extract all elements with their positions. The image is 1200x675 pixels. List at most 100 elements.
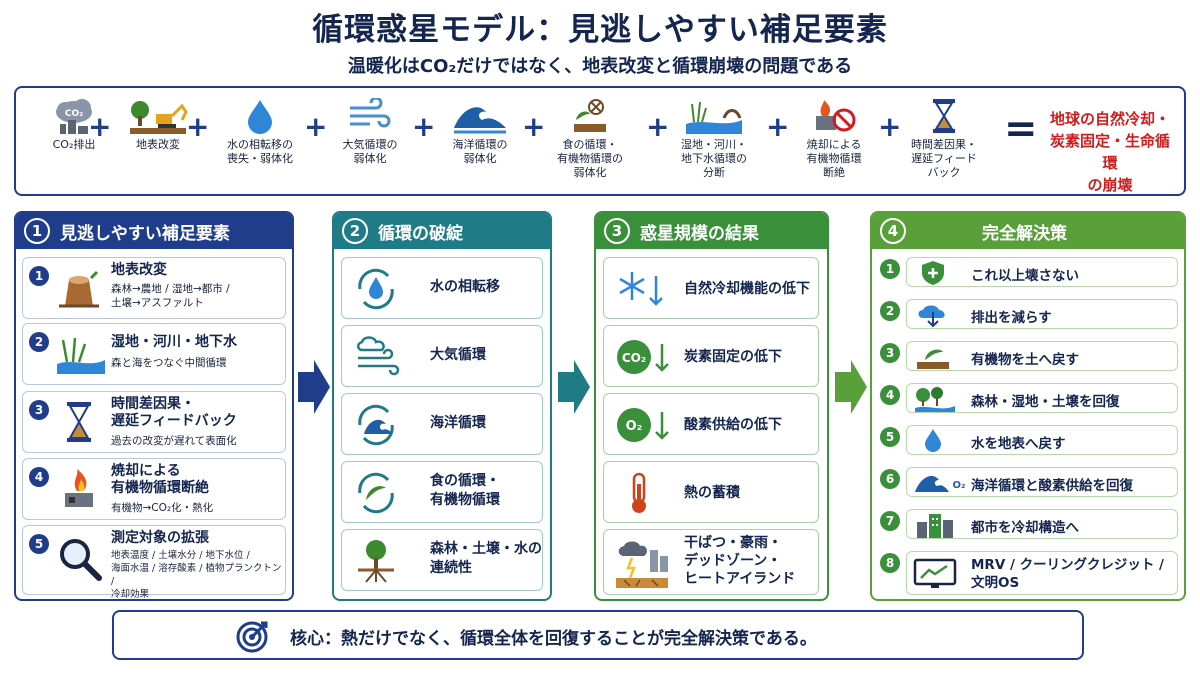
buildings-icon <box>917 514 953 538</box>
column-number: 1 <box>24 218 50 244</box>
column-title: 惑星規模の結果 <box>640 223 759 244</box>
magnifier-icon <box>60 539 102 581</box>
item-number: 3 <box>880 343 900 363</box>
solution-title: これ以上壊さない <box>971 268 1079 284</box>
eq-label: 時間差因果・ 遅延フィード バック <box>911 138 977 179</box>
o2-down-icon: O₂ <box>617 408 669 442</box>
result-card: 自然冷却機能の低下 <box>603 257 819 319</box>
cycle-card: 海洋循環 <box>341 393 543 455</box>
plus-sign: + <box>88 110 112 143</box>
solution-title: MRV / クーリングクレジット / 文明OS <box>971 557 1164 591</box>
solution-title: 森林・湿地・土壌を回復 <box>971 394 1120 410</box>
co2-cloud-icon: CO₂ <box>56 99 92 134</box>
result-card: O₂ 酸素供給の低下 <box>603 393 819 455</box>
core-message-text: 核心：熱だけでなく、循環全体を回復することが完全解決策である。 <box>290 629 817 649</box>
eq-label: 焼却による 有機物循環 断絶 <box>806 138 862 179</box>
solution-card: 森林・湿地・土壌を回復 <box>906 383 1178 413</box>
solution-card: 排出を減らす <box>906 299 1178 329</box>
plus-sign: + <box>412 110 436 143</box>
column-number: 2 <box>342 218 368 244</box>
incineration-icon <box>816 100 856 132</box>
plus-sign: + <box>186 110 210 143</box>
co2-down-icon: CO₂ <box>617 340 669 374</box>
factor-card: 2 湿地・河川・地下水 森と海をつなぐ中間循環 <box>22 323 286 385</box>
eq-item-delay: 時間差因果・ 遅延フィード バック <box>896 98 992 180</box>
hourglass-icon <box>933 99 955 133</box>
plus-sign: + <box>766 110 790 143</box>
column-header: 3 惑星規模の結果 <box>596 213 827 249</box>
eq-item-incineration: 焼却による 有機物循環 断絶 <box>786 98 882 180</box>
water-cycle-icon <box>358 268 394 310</box>
result-title: 熱の蓄積 <box>684 485 740 501</box>
forest-icon <box>915 387 955 412</box>
result-card: 干ばつ・豪雨・ デッドゾーン・ ヒートアイランド <box>603 529 819 595</box>
factor-title: 地表改変 <box>111 262 167 278</box>
equation-result: 地球の自然冷却・ 炭素固定・生命循環 の崩壊 <box>1049 110 1170 194</box>
eq-item-food: 食の循環・ 有機物循環の 弱体化 <box>542 98 638 180</box>
result-card: CO₂ 炭素固定の低下 <box>603 325 819 387</box>
factor-card: 3 時間差因果・ 遅延フィードバック 過去の改変が遅れて表面化 <box>22 391 286 453</box>
item-number: 5 <box>880 427 900 447</box>
eq-label: 食の循環・ 有機物循環の 弱体化 <box>557 138 623 179</box>
item-number: 3 <box>29 400 49 420</box>
hourglass-icon <box>67 402 91 442</box>
incinerator-fire-icon <box>65 469 93 507</box>
eq-item-wetland: 湿地・河川・ 地下水循環の 分断 <box>666 98 762 180</box>
cycle-title: 海洋循環 <box>430 415 486 431</box>
item-number: 2 <box>29 332 49 352</box>
svg-text:CO₂: CO₂ <box>65 109 83 119</box>
cycle-card: 食の循環・ 有機物循環 <box>341 461 543 523</box>
factor-card: 1 地表改変 森林→農地 / 湿地→都市 / 土壌→アスファルト <box>22 257 286 319</box>
solution-title: 有機物を土へ戻す <box>971 352 1079 368</box>
cycle-card: 大気循環 <box>341 325 543 387</box>
wind-icon <box>350 98 391 128</box>
cycle-title: 水の相転移 <box>430 279 500 295</box>
factor-subtitle: 森林→農地 / 湿地→都市 / 土壌→アスファルト <box>111 283 230 309</box>
leaf-soil-icon <box>574 99 606 132</box>
solution-title: 都市を冷却構造へ <box>971 520 1079 536</box>
solution-title: 水を地表へ戻す <box>971 436 1066 452</box>
column-title: 完全解決策 <box>982 223 1067 244</box>
result-title: 干ばつ・豪雨・ デッドゾーン・ ヒートアイランド <box>684 535 796 587</box>
solution-card: これ以上壊さない <box>906 257 1178 287</box>
food-cycle-icon <box>358 472 394 514</box>
water-drop-icon <box>248 100 272 134</box>
plus-sign: + <box>304 110 328 143</box>
co2-label: CO₂ <box>622 351 646 365</box>
column-header: 2 循環の破綻 <box>334 213 550 249</box>
equals-sign: = <box>1004 106 1038 152</box>
thermometer-icon <box>632 472 646 513</box>
water-drop-icon <box>925 429 941 452</box>
cycle-title: 大気循環 <box>430 347 486 363</box>
column-cycle-breakdown: 2 循環の破綻 水の相転移 大気循環 海洋循環 食の循環・ 有機物循環 <box>332 211 552 601</box>
o2-label: O₂ <box>953 480 966 491</box>
eq-label: 大気循環の 弱体化 <box>342 138 398 165</box>
column-title: 循環の破綻 <box>378 223 463 244</box>
snowflake-down-icon <box>619 272 663 306</box>
eq-label: 地表改変 <box>136 138 180 151</box>
solution-title: 排出を減らす <box>971 310 1052 326</box>
item-number: 4 <box>880 385 900 405</box>
item-number: 8 <box>880 553 900 573</box>
flow-arrow-icon <box>558 360 590 414</box>
factor-title: 測定対象の拡張 <box>111 530 209 546</box>
excavator-icon <box>130 101 188 134</box>
extreme-weather-icon <box>616 541 668 588</box>
solution-card: 有機物を土へ戻す <box>906 341 1178 371</box>
page-title: 循環惑星モデル：見逃しやすい補足要素 <box>312 12 888 48</box>
item-number: 1 <box>880 259 900 279</box>
shield-plus-icon <box>922 261 944 285</box>
item-number: 2 <box>880 301 900 321</box>
solution-card: 都市を冷却構造へ <box>906 509 1178 539</box>
wetland-icon <box>686 101 742 134</box>
column-title: 見逃しやすい補足要素 <box>60 223 230 244</box>
solution-title: 海洋循環と酸素供給を回復 <box>971 478 1133 494</box>
tree-stump-icon <box>59 270 99 308</box>
item-number: 5 <box>29 534 49 554</box>
tree-roots-icon <box>358 540 394 583</box>
plus-sign: + <box>522 110 546 143</box>
plus-sign: + <box>646 110 670 143</box>
eq-item-water: 水の相転移の 喪失・弱体化 <box>212 98 308 166</box>
result-title: 自然冷却機能の低下 <box>684 281 810 297</box>
eq-label: 水の相転移の 喪失・弱体化 <box>227 138 293 165</box>
